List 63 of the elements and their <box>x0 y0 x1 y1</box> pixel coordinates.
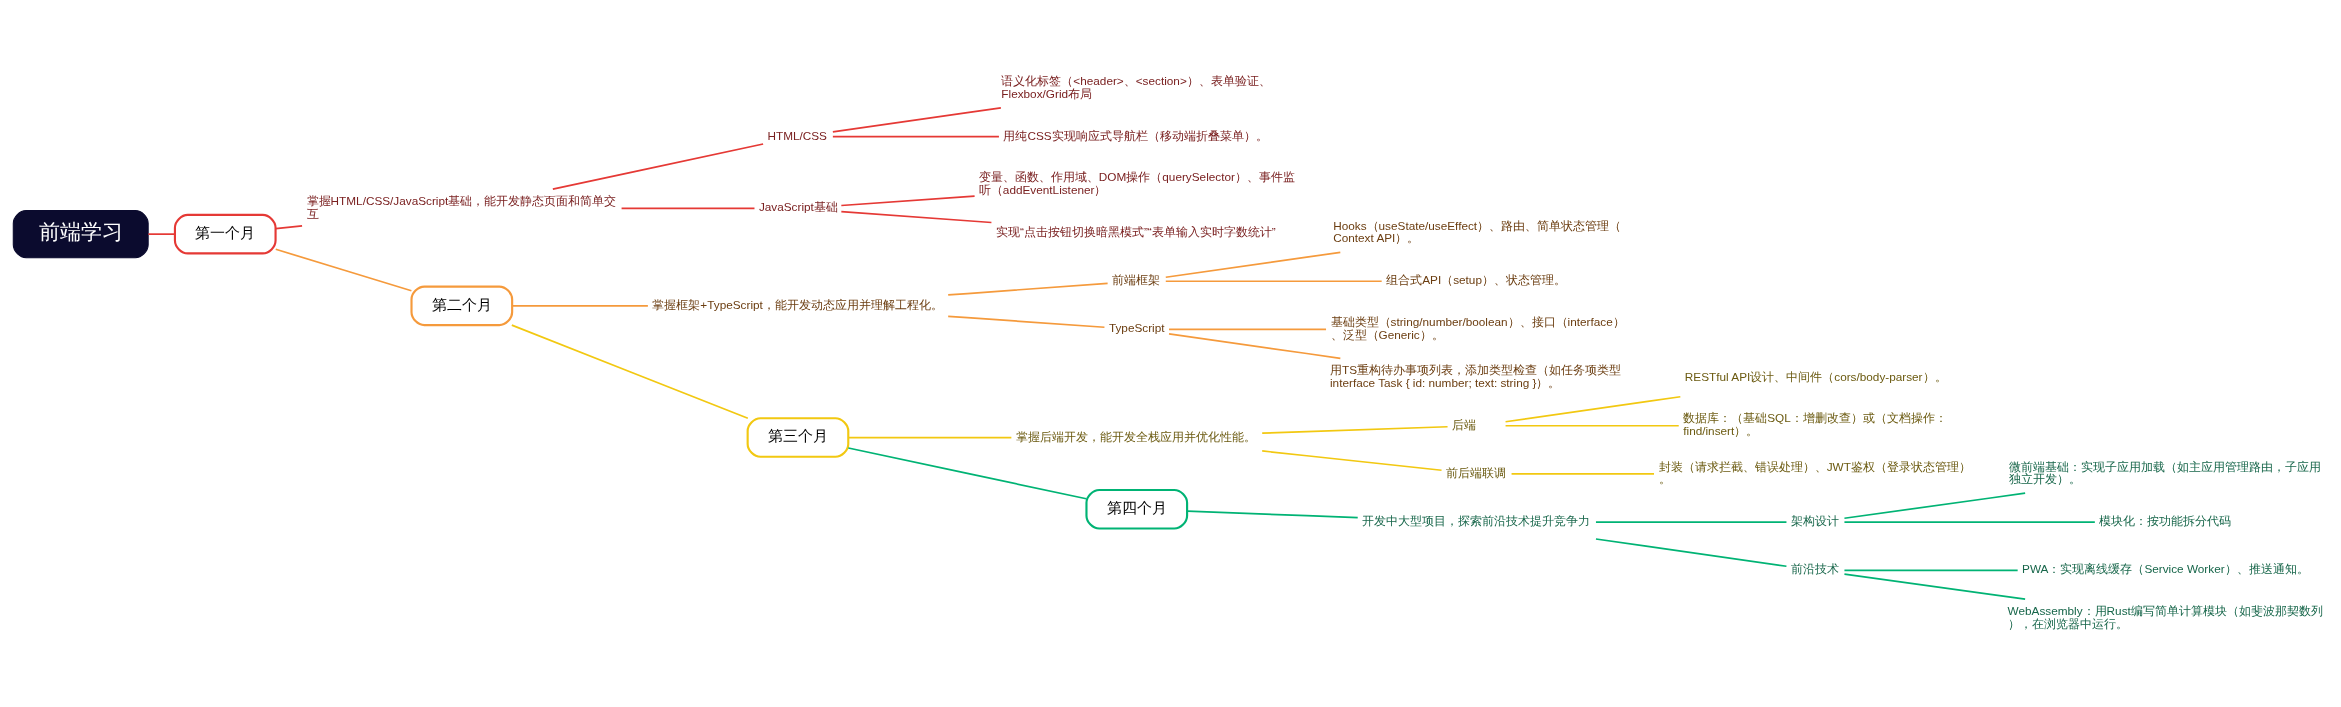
connector <box>947 282 1109 296</box>
node-text: Hooks（useState/useEffect）、路由、简单状态管理（Context API）。 <box>1333 218 1622 245</box>
connector <box>1261 425 1449 435</box>
node-text: TypeScript <box>1108 321 1165 335</box>
connector <box>847 436 1013 439</box>
node-text: 模块化：按功能拆分代码 <box>2099 514 2232 528</box>
node-box: 前端学习 <box>12 210 149 259</box>
node-text: 微前端基础：实现子应用加载（如主应用管理路由，子应用独立开发）。 <box>2008 459 2321 486</box>
node-text: 架构设计 <box>1790 514 1839 528</box>
connector <box>847 447 1088 500</box>
connector <box>1504 424 1680 427</box>
connector <box>147 233 176 235</box>
connector <box>1164 280 1383 283</box>
connector <box>947 315 1106 329</box>
node-text: 掌握框架+TypeScript，能开发动态应用并理解工程化。 <box>652 297 943 311</box>
connector <box>274 224 303 230</box>
connector <box>1843 521 2096 523</box>
node-text: 掌握HTML/CSS/JavaScript基础，能开发静态页面和简单交互 <box>306 194 617 220</box>
node-text: 封装（请求拦截、错误处理）、JWT鉴权（登录状态管理）。 <box>1658 459 1971 486</box>
connector <box>552 143 764 190</box>
node-box: 第三个月 <box>746 417 850 458</box>
connector <box>1186 510 1359 519</box>
node-text: WebAssembly：用Rust编写简单计算模块（如斐波那契数列），在浏览器中运行。 <box>2007 604 2323 630</box>
node-text: PWA：实现离线缓存（Service Worker）、推送通知。 <box>2022 562 2309 576</box>
node-box: 第二个月 <box>410 285 514 327</box>
node-text: 变量、函数、作用域、DOM操作（querySelector）、事件监听（addEventListener） <box>978 170 1295 197</box>
connector <box>510 324 749 420</box>
connector <box>1504 395 1682 423</box>
node-text: 用TS重构待办事项列表，添加类型检查（如任务项类型interface Task { id: number; text: string }）。 <box>1330 363 1622 390</box>
connector <box>840 195 976 207</box>
connector <box>1261 450 1443 472</box>
node-text: 组合式API（setup）、状态管理。 <box>1386 273 1566 287</box>
connector <box>832 135 1000 138</box>
node-text: 基础类型（string/number/boolean）、接口（interface）、泛型（Generic）。 <box>1330 314 1625 341</box>
connector <box>1843 569 2019 572</box>
node-text: 前沿技术 <box>1790 562 1839 576</box>
node-text: 语义化标签（<header>、<section>）、表单验证、Flexbox/Grid布局 <box>1001 74 1271 100</box>
connector <box>840 210 993 224</box>
connector <box>1164 251 1342 279</box>
connector <box>832 107 1002 133</box>
node-text: 数据库：（基础SQL：增删改查）或（文档操作：find/insert）。 <box>1683 411 1947 438</box>
node-text: 前端框架 <box>1112 273 1161 287</box>
connector <box>620 207 756 210</box>
node-text: JavaScript基础 <box>758 200 838 214</box>
node-box: 第一个月 <box>173 213 277 255</box>
connector <box>1843 492 2026 520</box>
connector <box>1168 328 1327 331</box>
connector <box>1510 473 1655 475</box>
node-text: RESTful API设计、中间件（cors/body-parser）。 <box>1684 369 1947 383</box>
node-text: 实现“点击按钮切换暗黑模式”“表单输入实时字数统计” <box>996 225 1276 239</box>
connector <box>274 248 413 292</box>
connector <box>1595 521 1788 523</box>
node-text: 掌握后端开发，能开发全栈应用并优化性能。 <box>1015 429 1256 443</box>
node-box: 第四个月 <box>1085 488 1189 530</box>
node-text: 用纯CSS实现响应式导航栏（移动端折叠菜单）。 <box>1003 128 1268 142</box>
node-text: 开发中大型项目，探索前沿技术提升竞争力 <box>1362 514 1591 528</box>
node-text: HTML/CSS <box>767 128 827 142</box>
connector <box>1843 573 2026 600</box>
connector <box>511 305 649 307</box>
connector <box>1595 538 1788 568</box>
node-text: 后端 <box>1452 417 1477 431</box>
connector <box>1168 333 1342 360</box>
node-text: 前后端联调 <box>1446 465 1507 479</box>
